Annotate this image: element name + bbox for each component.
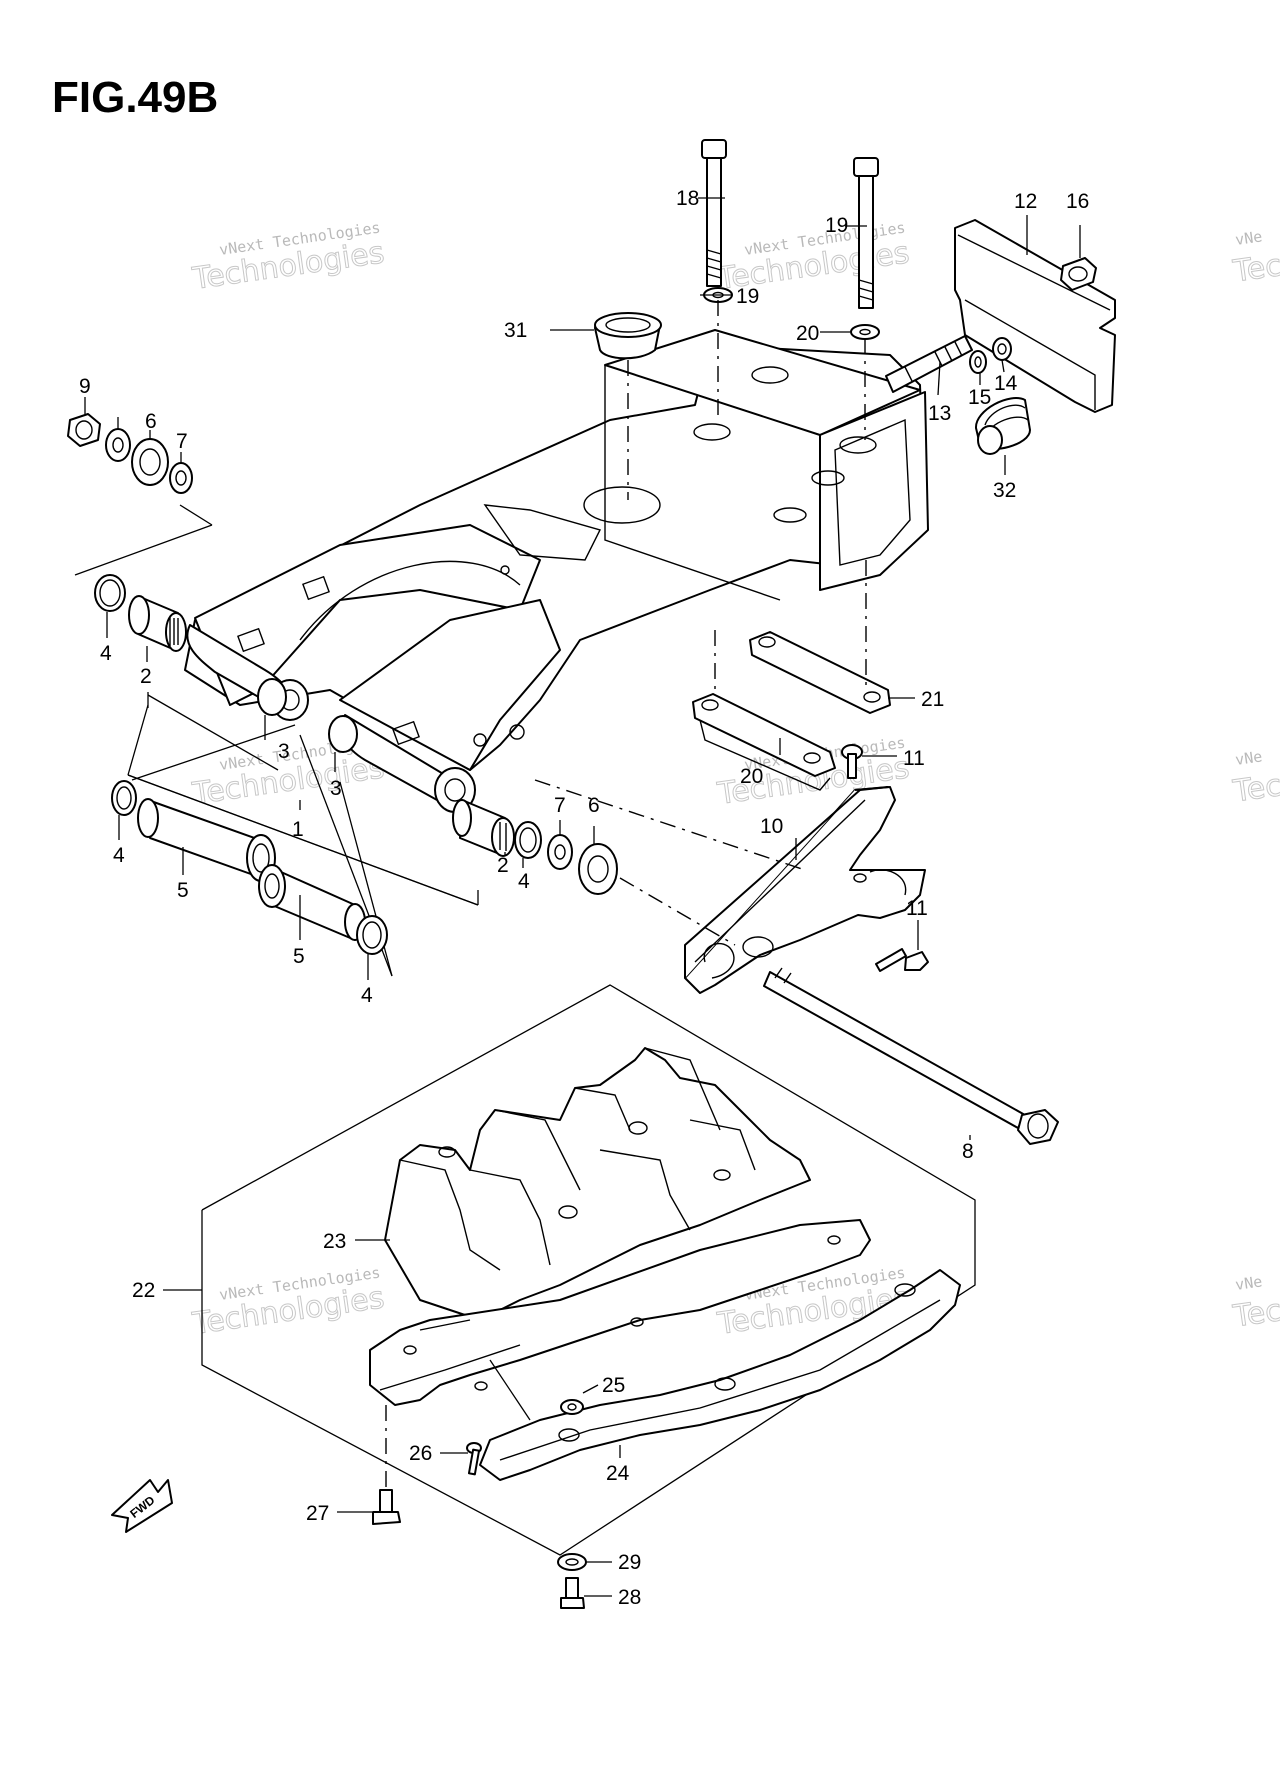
- svg-text:vNe: vNe: [1234, 1272, 1263, 1294]
- seal-4-upper: [94, 574, 126, 612]
- skid-guide-23: [384, 1047, 811, 1321]
- callout-12: 12: [1014, 190, 1037, 213]
- leader-lines: [84, 197, 1081, 1597]
- callout-22: 22: [132, 1279, 155, 1302]
- svg-text:Tec: Tec: [1230, 248, 1280, 290]
- callout-17: 18: [676, 187, 699, 210]
- callout-2-lower: 2: [497, 854, 509, 877]
- washer-19b: [850, 324, 880, 340]
- skid-plate-24: [479, 1269, 961, 1481]
- seal-4-middle-left: [111, 780, 137, 816]
- washer-7-right: [547, 834, 573, 870]
- callout-8: 8: [962, 1140, 974, 1163]
- swing-arm: [184, 329, 929, 813]
- plate-20: [692, 693, 836, 791]
- callout-3a: 3: [278, 740, 290, 763]
- bolt-11b: [875, 948, 929, 972]
- callout-4-mid: 4: [113, 844, 125, 867]
- washer-15: [969, 350, 987, 374]
- watermark: vNext Technologies Technologies: [189, 219, 387, 298]
- collar-6-left: [131, 438, 169, 486]
- callout-labels: 18 19 19 20 31 12 16 13 15 14 32 9 6 7 4…: [79, 187, 1089, 1609]
- collar-6-right: [578, 843, 618, 895]
- callout-7-left: 7: [176, 430, 188, 453]
- callout-23: 23: [323, 1230, 346, 1253]
- callout-19a: 19: [736, 285, 759, 308]
- seal-4-lower: [356, 915, 388, 955]
- callout-29: 29: [618, 1551, 641, 1574]
- bearing-2-upper: [128, 595, 187, 652]
- callout-6-right: 6: [588, 794, 600, 817]
- seal-4-right: [514, 821, 542, 859]
- bumper-31: [974, 397, 1031, 455]
- assembly-frame-lines: [74, 504, 976, 1556]
- washer-7-left: [169, 462, 193, 494]
- bracket-10: [684, 786, 926, 994]
- rivet-26: [466, 1442, 482, 1476]
- callout-6-left: 6: [145, 410, 157, 433]
- watermark: vNext Technologies Technologies: [189, 1264, 387, 1343]
- axle-bolt-8: [763, 967, 1059, 1145]
- callout-21: 21: [921, 688, 944, 711]
- callout-19b: 20: [796, 322, 819, 345]
- callout-30: 31: [504, 319, 527, 342]
- callout-13: 13: [928, 402, 951, 425]
- nut-25: [560, 1399, 584, 1415]
- watermark-edge: vNe Tec: [1230, 227, 1280, 290]
- callout-18: 19: [825, 214, 848, 237]
- skid-base-22: [369, 1219, 871, 1406]
- callout-20: 20: [740, 765, 763, 788]
- bolt-18: [853, 157, 879, 309]
- svg-text:vNe: vNe: [1234, 227, 1263, 249]
- collar-3a: [257, 678, 287, 716]
- callout-5-upper: 5: [177, 879, 189, 902]
- watermark-edge: vNe Tec: [1230, 1272, 1280, 1335]
- callout-7-right: 7: [554, 794, 566, 817]
- stud-13: [885, 335, 973, 393]
- callout-4-right: 4: [518, 870, 530, 893]
- callout-15: 15: [968, 386, 991, 409]
- callout-4-upper: 4: [100, 642, 112, 665]
- bolt-11a: [841, 744, 863, 779]
- callout-11b: 11: [906, 897, 928, 920]
- nut-9: [67, 413, 101, 447]
- callout-11a: 11: [903, 747, 925, 770]
- figure-title: FIG.49B: [52, 73, 218, 122]
- svg-text:vNe: vNe: [1234, 747, 1263, 769]
- callout-25: 25: [602, 1374, 625, 1397]
- callout-14: 14: [994, 372, 1018, 395]
- nut-16: [1060, 257, 1097, 291]
- callout-31: 32: [993, 479, 1016, 502]
- callout-5-lower: 5: [293, 945, 305, 968]
- bolt-17: [701, 139, 727, 287]
- washer-32: [105, 428, 131, 462]
- callout-2-upper: 2: [140, 665, 152, 688]
- washer-14: [992, 337, 1012, 361]
- screw-28: [560, 1577, 585, 1609]
- bolt-27: [372, 1489, 401, 1525]
- collar-3b: [328, 715, 358, 753]
- bracket-12: [954, 219, 1116, 413]
- svg-text:Tec: Tec: [1230, 768, 1280, 810]
- spacer-5-upper: [137, 798, 276, 882]
- spacer-5-lower: [258, 864, 366, 941]
- svg-text:Tec: Tec: [1230, 1293, 1280, 1335]
- callout-10: 10: [760, 815, 783, 838]
- callout-3b: 3: [330, 777, 342, 800]
- callout-4-lower: 4: [361, 984, 373, 1007]
- callout-26: 26: [409, 1442, 432, 1465]
- callout-9: 9: [79, 375, 91, 398]
- callout-27: 27: [306, 1502, 329, 1525]
- plate-21: [749, 631, 891, 714]
- fwd-arrow-icon: FWD: [111, 1479, 173, 1533]
- washer-29: [557, 1553, 587, 1571]
- callout-1: 1: [292, 818, 304, 841]
- watermark-edge: vNe Tec: [1230, 747, 1280, 810]
- callout-28: 28: [618, 1586, 641, 1609]
- callout-16: 16: [1066, 190, 1089, 213]
- cap-30: [594, 312, 662, 360]
- callout-24: 24: [606, 1462, 630, 1485]
- bearing-2-lower: [452, 799, 515, 857]
